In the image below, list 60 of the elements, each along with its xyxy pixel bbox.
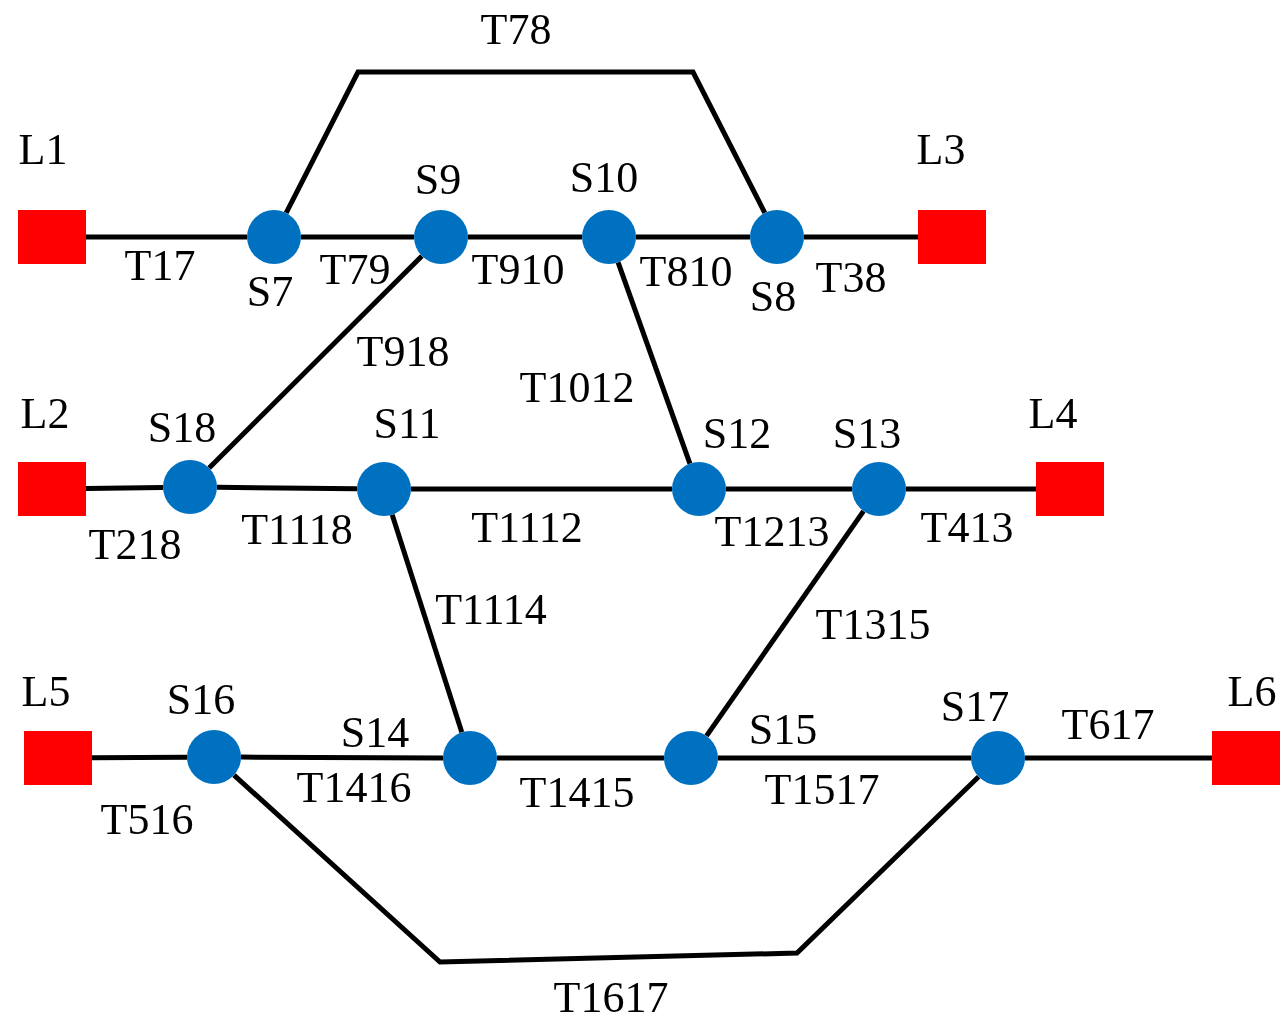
edge-label: T516 bbox=[100, 798, 194, 842]
edge-label: T1112 bbox=[471, 506, 583, 550]
edge-label: T1315 bbox=[815, 603, 931, 647]
node-label: L6 bbox=[1227, 670, 1277, 714]
node-label: S17 bbox=[940, 685, 1010, 729]
track-line bbox=[704, 509, 866, 738]
edge-label: T617 bbox=[1061, 703, 1155, 747]
track-line bbox=[804, 234, 918, 240]
node-label: S16 bbox=[166, 678, 236, 722]
edge-label: T1415 bbox=[519, 771, 635, 815]
track-line bbox=[92, 754, 187, 761]
node-label: S8 bbox=[749, 275, 797, 319]
edge-label: T1012 bbox=[519, 366, 635, 410]
edge-label: T1114 bbox=[435, 588, 547, 632]
edge-label: T910 bbox=[471, 248, 565, 292]
track-line bbox=[1025, 755, 1212, 761]
track-line bbox=[283, 69, 768, 215]
node-label: L5 bbox=[21, 670, 71, 714]
edge-label: T1118 bbox=[241, 508, 353, 552]
track-line bbox=[468, 234, 582, 240]
edge-label: T918 bbox=[356, 330, 450, 374]
edge-label: T413 bbox=[920, 506, 1014, 550]
node-label: L4 bbox=[1028, 392, 1078, 436]
track-line bbox=[389, 513, 465, 734]
track-line bbox=[207, 254, 424, 470]
track-line bbox=[718, 755, 971, 761]
track-line bbox=[497, 755, 664, 761]
track-line bbox=[411, 486, 672, 492]
edge-label: T1416 bbox=[296, 766, 412, 810]
node-label: S13 bbox=[832, 412, 902, 456]
node-label: S14 bbox=[340, 711, 410, 755]
track-line bbox=[726, 486, 852, 492]
node-label: L2 bbox=[20, 392, 70, 436]
node-label: S12 bbox=[702, 412, 772, 456]
edge-label: T810 bbox=[639, 250, 733, 294]
node-label: S11 bbox=[373, 402, 441, 446]
edge-label: T38 bbox=[815, 256, 887, 300]
node-label: L1 bbox=[18, 128, 68, 172]
track-line bbox=[301, 234, 414, 240]
edge-label: T1617 bbox=[553, 976, 669, 1020]
node-label: L3 bbox=[916, 128, 966, 172]
track-line bbox=[86, 234, 247, 240]
edge-label: T79 bbox=[319, 248, 391, 292]
edge-label: T218 bbox=[88, 523, 182, 567]
track-line bbox=[615, 261, 693, 465]
node-label: S7 bbox=[246, 270, 294, 314]
node-label: S15 bbox=[748, 708, 818, 752]
track-line bbox=[85, 484, 164, 491]
node-label: S10 bbox=[569, 156, 639, 200]
edge-label: T1517 bbox=[764, 768, 880, 812]
track-line bbox=[906, 486, 1036, 492]
edge-label: T78 bbox=[480, 8, 552, 52]
track-line bbox=[636, 234, 750, 240]
node-label: S18 bbox=[147, 406, 217, 450]
edge-label: T17 bbox=[124, 244, 196, 288]
edge-label: T1213 bbox=[714, 510, 830, 554]
track-line bbox=[216, 484, 358, 492]
node-label: S9 bbox=[414, 158, 462, 202]
track-line bbox=[241, 754, 443, 761]
track-line bbox=[232, 773, 981, 965]
